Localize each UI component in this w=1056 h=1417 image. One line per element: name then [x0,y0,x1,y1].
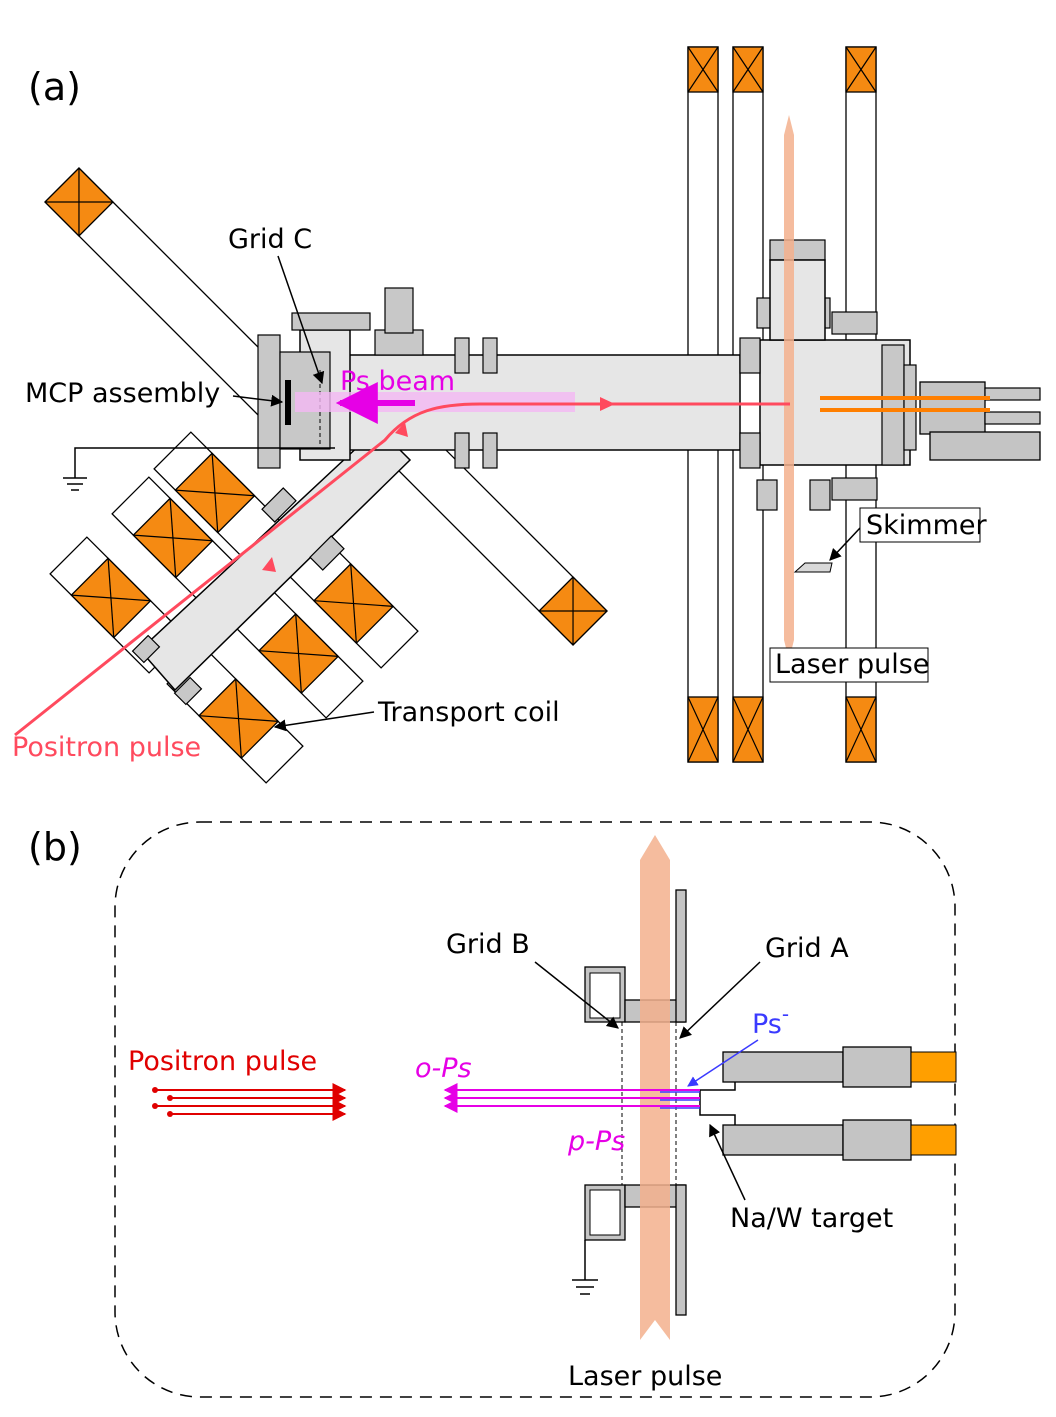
ps-beam-label: Ps beam [340,366,455,397]
skimmer [793,562,833,573]
grid-b-hardware [584,889,687,1316]
coil-top-3 [845,46,877,93]
detail-frame [114,821,956,1398]
transport-coil-label: Transport coil [377,697,560,728]
diagonal-tube [131,426,412,706]
mcp-assembly-label: MCP assembly [25,378,220,409]
laser-beam-a [784,115,794,660]
ps-minus-lines [660,1091,700,1109]
laser-pulse-label-a: Laser pulse [775,649,929,680]
positron-pulse-label-b: Positron pulse [128,1046,317,1077]
ground-symbol-b [572,1240,598,1295]
coil-bottom-2 [732,696,764,763]
grid-b-label: Grid B [446,929,530,960]
skimmer-label: Skimmer [866,510,987,541]
laser-pulse-label-b: Laser pulse [568,1361,722,1392]
target-holder [699,1046,957,1161]
diagonal-rail-upper [44,167,300,423]
coil-bottom-3 [845,696,877,763]
target-label: Na/W target [730,1203,893,1234]
laser-beam-b [640,835,670,1340]
positron-trajectory [14,402,790,737]
p-ps-label: p-Ps [567,1126,625,1157]
grid-c-label: Grid C [228,224,312,255]
mcp-plate [285,380,291,425]
coil-top-1 [687,46,719,93]
ground-symbol-a [63,447,335,491]
grid-a-label: Grid A [765,933,849,964]
panel-a: (a) [12,46,1041,784]
panel-b-label: (b) [28,825,82,869]
ps-arrows [443,1083,700,1113]
panel-a-label: (a) [28,65,81,109]
positron-pulse-label-a: Positron pulse [12,732,201,763]
o-ps-label: o-Ps [415,1053,472,1084]
coil-bottom-1 [687,696,719,763]
positron-pulse-arrows [152,1083,347,1121]
panel-b: (b) [28,821,957,1398]
ps-minus-label: Ps- [752,1002,789,1040]
coil-top-2 [732,46,764,93]
